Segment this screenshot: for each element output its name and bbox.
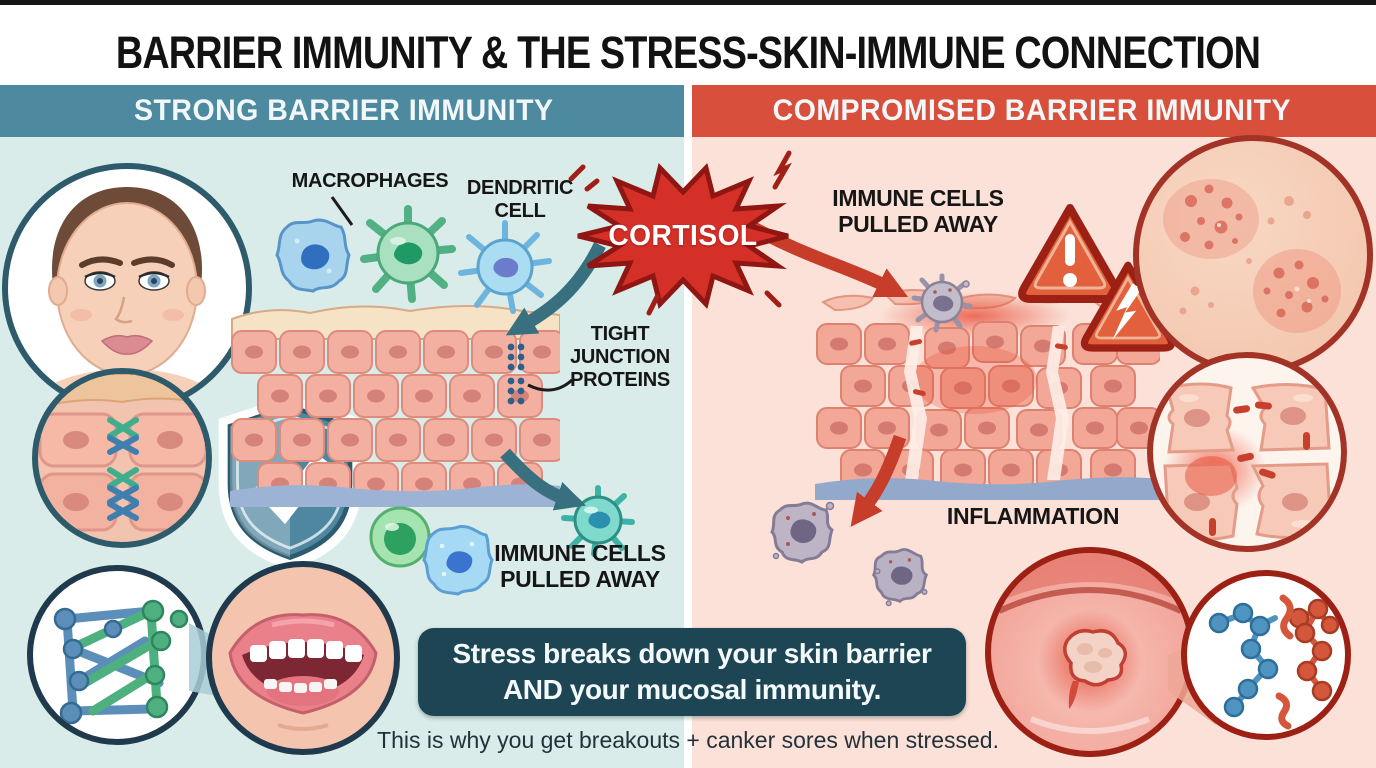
immune-cells-pulled-away-label-left: IMMUNE CELLS PULLED AWAY (494, 540, 666, 593)
canker-sore-circle (985, 547, 1195, 757)
right-panel-header: COMPROMISED BARRIER IMMUNITY (688, 85, 1376, 137)
page-title: BARRIER IMMUNITY & THE STRESS-SKIN-IMMUN… (115, 27, 1261, 78)
left-panel-header-label: STRONG BARRIER IMMUNITY (134, 94, 554, 127)
dendritic-cell-icon (458, 220, 552, 314)
broken-barrier-icon (1163, 382, 1333, 542)
macrophage-green-cell-icon (360, 205, 456, 303)
left-panel-header: STRONG BARRIER IMMUNITY (0, 85, 688, 137)
acne-breakout-icon (1163, 179, 1341, 333)
degraded-immune-cell-icon (770, 501, 835, 564)
stress-spark-marks (568, 150, 792, 316)
callout-line1: Stress breaks down your skin barrier (452, 637, 932, 669)
canker-sore-icon (991, 553, 1189, 734)
stress-callout-box: Stress breaks down your skin barrier AND… (418, 628, 966, 716)
tight-junction-skin-closeup-circle (32, 368, 212, 548)
tight-junction-proteins-label: TIGHT JUNCTION PROTEINS (570, 323, 670, 391)
immune-cells-pulled-away-label-right: IMMUNE CELLS PULLED AWAY (832, 185, 1004, 238)
compromised-barrier-panel: COMPROMISED BARRIER IMMUNITY (688, 85, 1376, 768)
right-panel-header-label: COMPROMISED BARRIER IMMUNITY (772, 94, 1292, 127)
blue-immune-cell-icon (422, 524, 494, 596)
skin-crack-gap (904, 326, 927, 480)
skin-crack-gap (1046, 326, 1069, 480)
dendritic-cell-label: DENDRITIC CELL (466, 177, 574, 222)
macrophage-blue-cell-icon (275, 218, 351, 293)
gray-immune-cell-icon (911, 273, 973, 333)
green-immune-cell-icon (369, 506, 431, 568)
macrophages-label: MACROPHAGES (291, 170, 449, 192)
tight-junction-network-icon (53, 599, 189, 725)
cortisol-starburst-icon (568, 150, 792, 316)
healthy-skin-barrier-section (230, 305, 560, 507)
callout-line2: AND your mucosal immunity. (502, 674, 882, 705)
tight-junction-network-circle (27, 565, 207, 745)
acne-breakout-circle (1133, 135, 1373, 375)
inflammation-label: INFLAMMATION (946, 503, 1120, 529)
teal-immune-cell-icon (561, 485, 635, 557)
footer-subtext: This is why you get breakouts + canker s… (377, 727, 999, 753)
top-crop-strip (0, 0, 1376, 5)
degraded-immune-cell-icon (871, 548, 929, 607)
healthy-mouth-icon (228, 613, 378, 731)
healthy-mouth-circle (206, 561, 400, 755)
broken-junction-molecules-icon (1208, 594, 1340, 730)
broken-junction-molecules-circle (1181, 570, 1351, 740)
cortisol-label: CORTISOL (608, 219, 758, 252)
broken-barrier-closeup-circle (1147, 352, 1347, 552)
strong-barrier-panel: STRONG BARRIER IMMUNITY (0, 85, 688, 768)
tight-junction-dots (507, 343, 525, 405)
title-band: BARRIER IMMUNITY & THE STRESS-SKIN-IMMUN… (0, 5, 1376, 85)
tight-junction-skin-icon (38, 374, 206, 532)
panel-divider (684, 85, 692, 768)
